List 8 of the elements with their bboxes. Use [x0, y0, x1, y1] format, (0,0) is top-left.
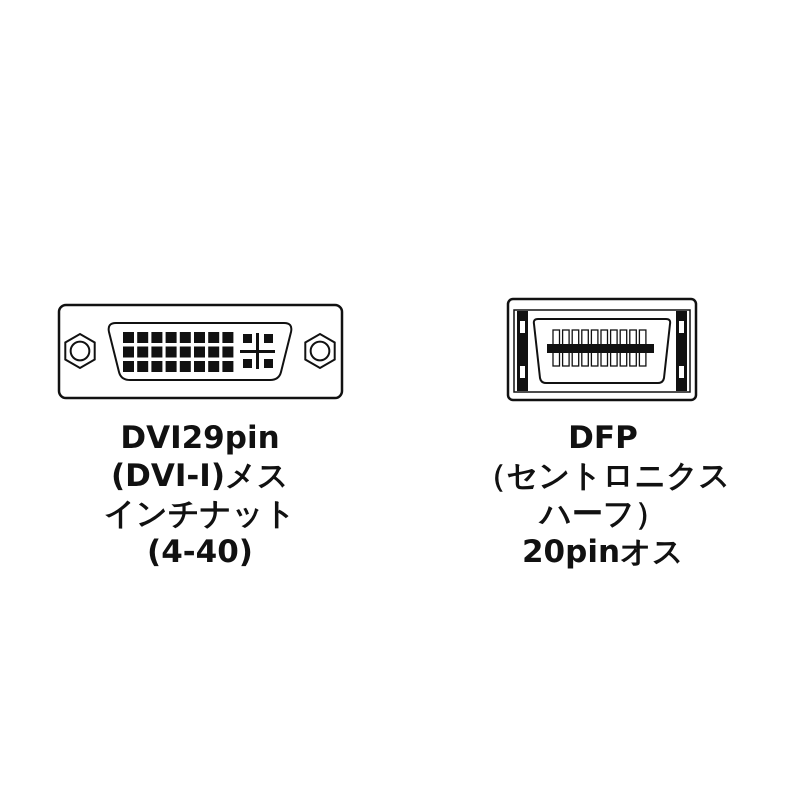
connector-caption: インチナット: [104, 496, 296, 532]
connector-caption: (4-40): [147, 534, 253, 570]
connector-caption: DVI29pin: [120, 420, 280, 456]
connector-caption: 20pinオス: [522, 534, 684, 570]
connector-caption: DFP: [568, 420, 638, 456]
connector-caption: (DVI-I)メス: [111, 458, 289, 494]
connector-caption: ハーフ）: [540, 496, 666, 532]
connector-caption: （セントロニクス: [476, 458, 730, 494]
